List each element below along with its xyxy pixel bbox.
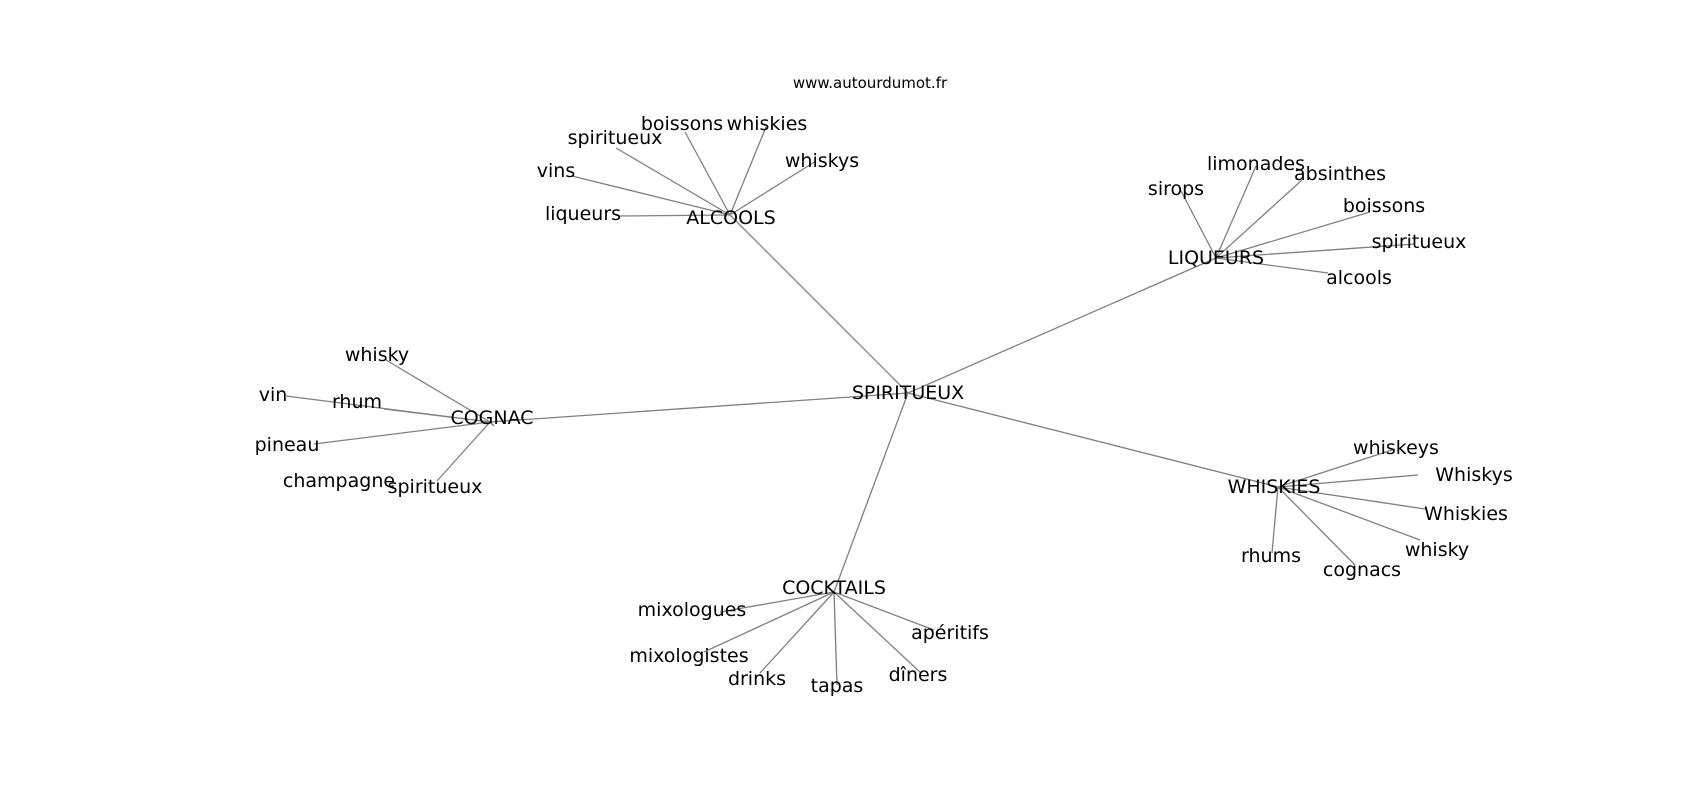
- leaf-node-label: dîners: [889, 664, 948, 686]
- hub-node-label: LIQUEURS: [1168, 247, 1264, 269]
- hub-leaf-edge: [703, 591, 835, 653]
- leaf-node-label: Whiskies: [1424, 503, 1508, 525]
- hub-leaf-edge: [1277, 448, 1396, 488]
- leaf-node-label: drinks: [728, 668, 786, 690]
- watermark-text: www.autourdumot.fr: [793, 74, 948, 92]
- hub-leaf-edge: [489, 421, 495, 427]
- leaf-node-label: spiritueux: [568, 127, 663, 149]
- leaf-node-label: whiskies: [727, 113, 808, 135]
- leaf-node-label: whiskys: [785, 150, 859, 172]
- leaf-node-label: boissons: [641, 113, 723, 135]
- hub-leaf-edge: [833, 591, 922, 674]
- hub-leaf-edge: [619, 214, 731, 217]
- hub-node-label: COGNAC: [450, 407, 533, 429]
- hub-leaf-edge: [1215, 179, 1303, 259]
- hub-leaf-edge: [1277, 486, 1421, 541]
- hub-leaf-edge: [383, 408, 491, 423]
- hub-leaf-edge: [1215, 257, 1329, 274]
- hub-leaf-edge: [833, 591, 838, 686]
- hub-leaf-edge: [1277, 474, 1419, 488]
- leaf-node-label: cognacs: [1323, 559, 1401, 581]
- leaf-node-label: sirops: [1148, 178, 1204, 200]
- hub-leaf-edge: [1215, 211, 1371, 259]
- hub-leaf-edge: [385, 359, 491, 423]
- leaf-node-label: apéritifs: [911, 622, 989, 644]
- hub-leaf-edge: [1277, 486, 1356, 566]
- hub-leaf-edge: [1215, 165, 1257, 259]
- hub-leaf-edge: [615, 147, 731, 216]
- leaf-node-label: mixologistes: [629, 645, 748, 667]
- root-hub-edge: [907, 392, 1279, 488]
- leaf-node-label: Whiskys: [1435, 464, 1512, 486]
- hub-leaf-edge: [1277, 486, 1426, 510]
- leaf-node-label: whisky: [1405, 539, 1469, 561]
- root-hub-edge: [489, 392, 909, 423]
- leaf-node-label: vins: [537, 160, 575, 182]
- hub-node-label: COCKTAILS: [782, 577, 886, 599]
- leaf-node-label: spiritueux: [1372, 231, 1467, 253]
- hub-leaf-edge: [719, 591, 835, 613]
- root-hub-edge: [833, 392, 909, 593]
- leaf-node-label: liqueurs: [545, 203, 621, 225]
- leaf-node-label: boissons: [1343, 195, 1425, 217]
- graph-edges: [285, 126, 1426, 686]
- hub-leaf-edge: [759, 591, 835, 674]
- hub-leaf-edge: [571, 175, 731, 216]
- leaf-node-label: champagne: [283, 470, 395, 492]
- leaf-node-label: limonades: [1207, 153, 1305, 175]
- hub-leaf-edge: [729, 126, 767, 216]
- hub-leaf-edge: [1215, 243, 1416, 259]
- hub-node-label: WHISKIES: [1228, 476, 1321, 498]
- hub-leaf-edge: [436, 421, 491, 482]
- hub-node-label: ALCOOLS: [686, 207, 775, 229]
- leaf-node-label: whiskeys: [1353, 437, 1439, 459]
- root-hub-edge: [907, 257, 1217, 394]
- leaf-node-label: tapas: [811, 675, 864, 697]
- hub-leaf-edge: [833, 591, 935, 631]
- leaf-node-label: whisky: [345, 344, 409, 366]
- hub-leaf-edge: [1271, 486, 1279, 554]
- hub-leaf-edge: [1180, 190, 1217, 259]
- hub-leaf-edge: [313, 421, 491, 445]
- leaf-node-label: spiritueux: [388, 476, 483, 498]
- leaf-node-label: pineau: [255, 434, 320, 456]
- hub-leaf-edge: [729, 160, 817, 216]
- leaf-node-label: rhums: [1241, 545, 1301, 567]
- root-node-label: SPIRITUEUX: [852, 382, 964, 404]
- leaf-node-label: vin: [259, 384, 288, 406]
- hub-leaf-edge: [684, 131, 731, 216]
- leaf-node-label: alcools: [1326, 267, 1392, 289]
- leaf-node-label: mixologues: [638, 599, 747, 621]
- leaf-node-label: absinthes: [1294, 163, 1386, 185]
- root-hub-edge: [729, 214, 909, 394]
- leaf-node-label: rhum: [332, 391, 382, 413]
